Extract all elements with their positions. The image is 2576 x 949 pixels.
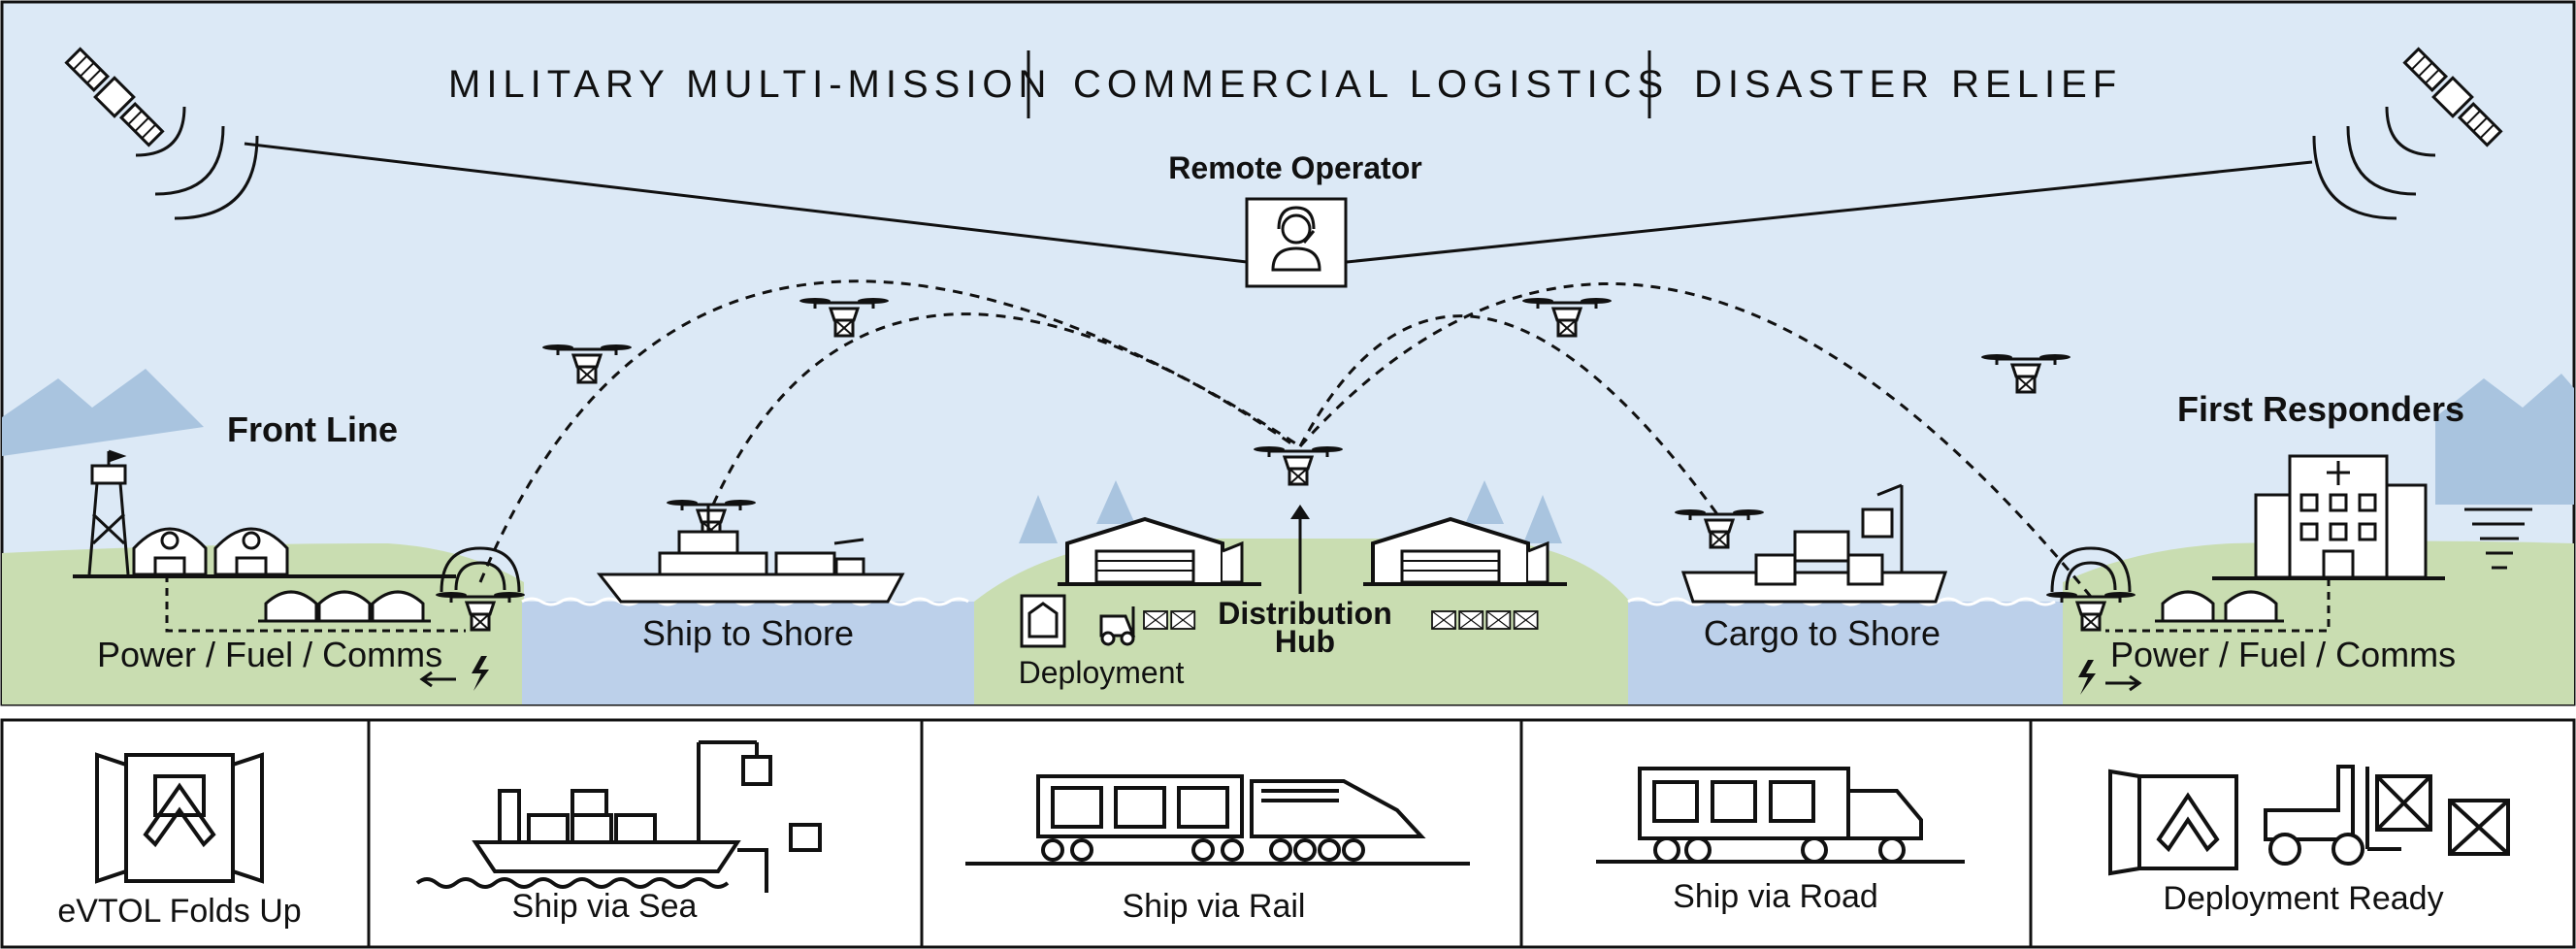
signal-arcs-right bbox=[2312, 106, 2436, 220]
mission-military: MILITARY MULTI-MISSION bbox=[448, 63, 1052, 106]
hub-arrow-head bbox=[1290, 505, 1310, 519]
remote-operator-label: Remote Operator bbox=[1168, 150, 1421, 185]
lightning-icon-right bbox=[2078, 660, 2096, 695]
stage-label-1: eVTOL Folds Up bbox=[57, 893, 301, 930]
front-line-label: Front Line bbox=[227, 409, 398, 449]
satellite-link-left bbox=[244, 142, 1248, 264]
hospital-icon bbox=[2254, 454, 2428, 579]
remote-operator-icon bbox=[1245, 197, 1348, 288]
tornado-icon bbox=[2464, 507, 2532, 570]
train-icon bbox=[965, 774, 1470, 866]
mission-disaster: DISASTER RELIEF bbox=[1694, 63, 2122, 106]
water-right bbox=[1628, 602, 2063, 704]
trees-hub bbox=[1019, 480, 1562, 543]
folded-evtol-icon bbox=[95, 752, 264, 884]
satellite-link-right bbox=[1346, 160, 2313, 264]
power-fuel-comms-left: Power / Fuel / Comms bbox=[97, 635, 442, 674]
deployment-container-icon bbox=[1020, 594, 1066, 648]
hangar-icons bbox=[132, 527, 289, 576]
land-left bbox=[2, 543, 524, 704]
water-left bbox=[522, 602, 976, 704]
deployment-label: Deployment bbox=[1019, 655, 1185, 690]
lightning-icon-left bbox=[472, 656, 489, 691]
arrow-left-icon bbox=[419, 671, 456, 688]
land-right bbox=[2063, 540, 2574, 704]
mountains-left bbox=[2, 369, 204, 456]
stage-label-2: Ship via Sea bbox=[512, 888, 698, 925]
mountains-right bbox=[2435, 374, 2574, 505]
ship-to-shore-label: Ship to Shore bbox=[642, 613, 854, 653]
flight-paths bbox=[478, 279, 2093, 598]
distribution-hub-label-2: Hub bbox=[1275, 624, 1335, 659]
tent-icons-left bbox=[256, 590, 433, 623]
stage-label-4: Ship via Road bbox=[1673, 878, 1878, 915]
charging-arcs-left bbox=[440, 546, 521, 593]
supply-line-left bbox=[165, 574, 466, 633]
stage-label-3: Ship via Rail bbox=[1123, 888, 1306, 925]
arrow-right-icon bbox=[2105, 674, 2142, 692]
truck-icon bbox=[1596, 767, 1965, 864]
stage-label-5: Deployment Ready bbox=[2163, 880, 2443, 917]
signal-arcs-left bbox=[135, 106, 259, 220]
charging-arcs-right bbox=[2050, 546, 2132, 593]
supply-line-right bbox=[2105, 578, 2331, 633]
distribution-hub-label-1: Distribution bbox=[1218, 596, 1392, 631]
mission-commercial: COMMERCIAL LOGISTICS bbox=[1073, 63, 1669, 106]
cargo-ship-icon bbox=[415, 740, 822, 893]
first-responders-label: First Responders bbox=[2177, 389, 2464, 429]
power-fuel-comms-right: Power / Fuel / Comms bbox=[2110, 635, 2456, 674]
forklift-small-icon bbox=[1099, 606, 1136, 646]
watchtower-icon bbox=[87, 449, 130, 575]
warship-icon bbox=[596, 505, 905, 604]
cargo-ship-right-icon bbox=[1680, 483, 1948, 604]
forklift-icon bbox=[2108, 765, 2510, 876]
cargo-to-shore-label: Cargo to Shore bbox=[1704, 613, 1940, 653]
